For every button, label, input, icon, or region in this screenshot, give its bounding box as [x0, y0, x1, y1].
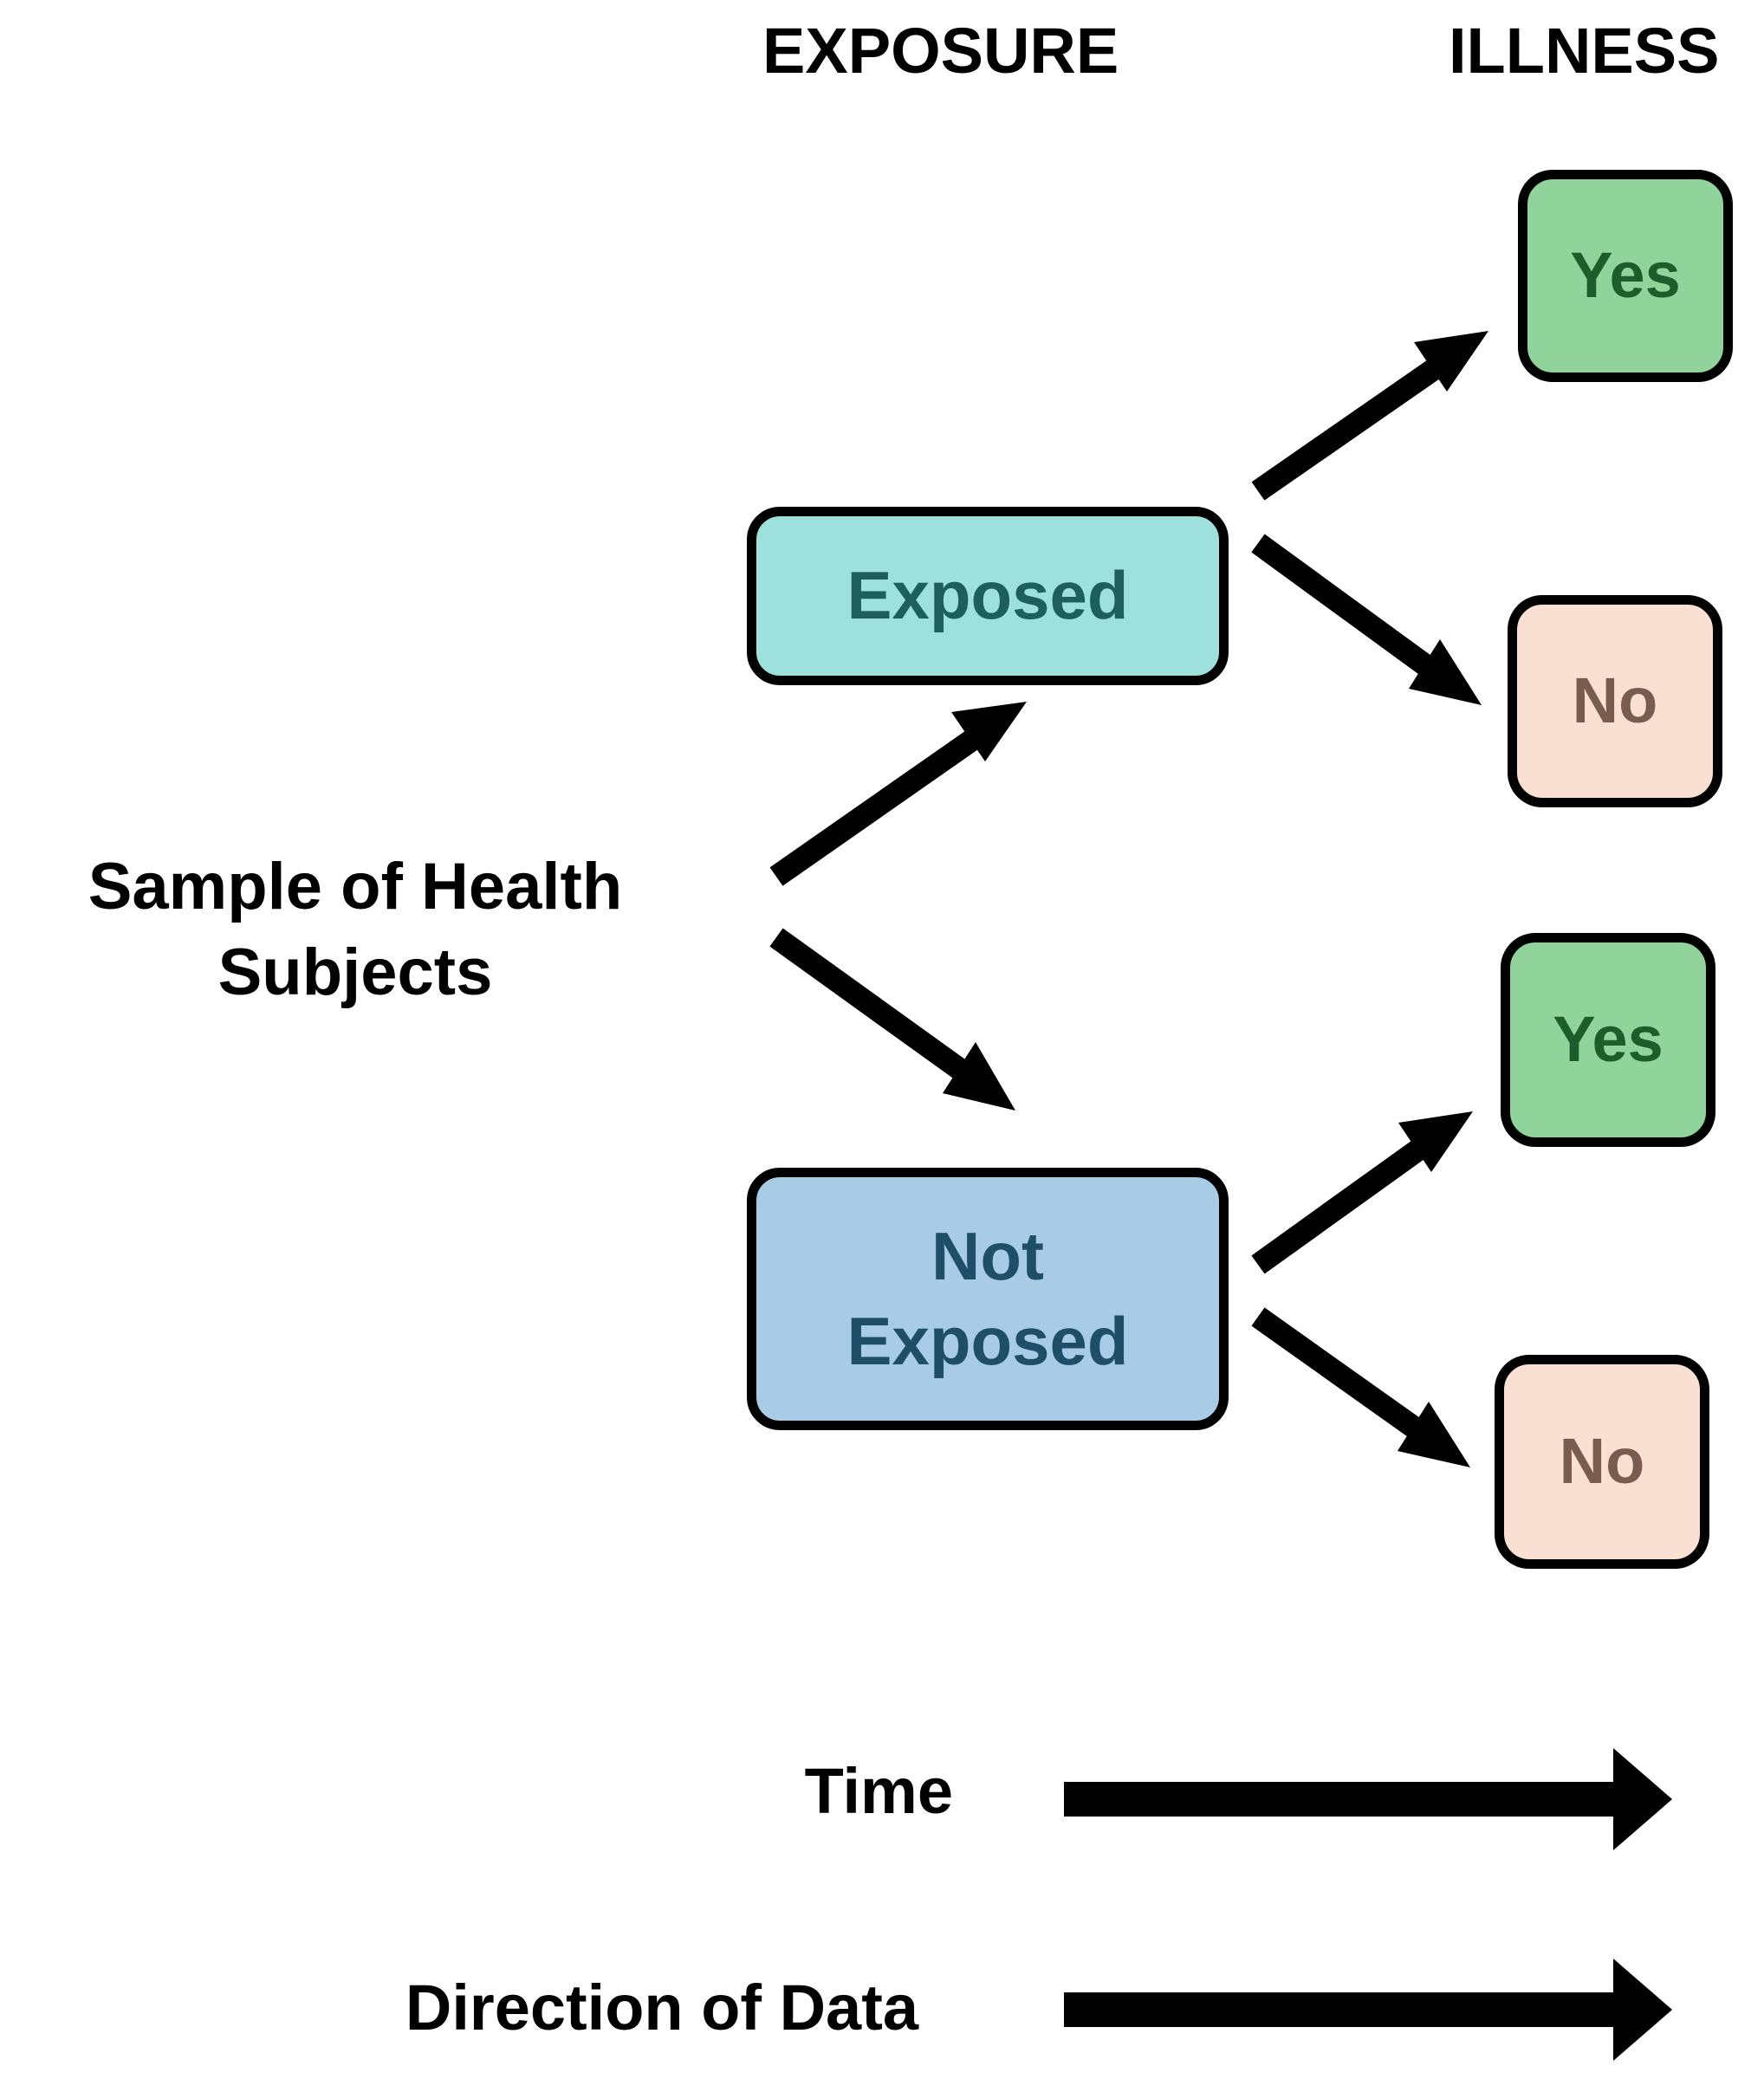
node-illness-yes-exposed[interactable]: Yes	[1518, 170, 1733, 382]
arrow-not-exposed-to-no	[1251, 1307, 1470, 1467]
legend-time-label: Time	[804, 1755, 953, 1827]
source-label-line-2: Subjects	[217, 935, 493, 1009]
arrow-sample-to-not-exposed	[769, 928, 1015, 1111]
node-illness-yes-not-exposed-label: Yes	[1553, 1003, 1663, 1076]
legend-row-direction-of-data: Direction of Data	[0, 1971, 1672, 2044]
node-illness-no-exposed[interactable]: No	[1508, 595, 1722, 807]
node-not-exposed-label: Not Exposed	[846, 1214, 1128, 1383]
node-exposed-label: Exposed	[846, 557, 1129, 634]
node-illness-yes-exposed-label: Yes	[1570, 239, 1681, 312]
node-not-exposed-label-line-2: Exposed	[846, 1302, 1129, 1379]
node-not-exposed-label-line-1: Not	[931, 1218, 1044, 1294]
legend-direction-of-data-label: Direction of Data	[405, 1972, 918, 2043]
column-header-illness: ILLNESS	[1449, 15, 1720, 87]
node-illness-no-not-exposed[interactable]: No	[1495, 1355, 1709, 1569]
source-label-line-1: Sample of Health	[88, 850, 623, 923]
node-illness-no-exposed-label: No	[1572, 664, 1658, 737]
node-illness-no-not-exposed-label: No	[1559, 1425, 1645, 1498]
node-not-exposed[interactable]: Not Exposed	[747, 1168, 1229, 1430]
source-population-label: Sample of Health Subjects	[9, 845, 702, 1016]
arrow-not-exposed-to-yes	[1251, 1111, 1473, 1274]
column-header-exposure: EXPOSURE	[762, 15, 1119, 87]
arrow-exposed-to-no	[1251, 534, 1482, 705]
arrow-exposed-to-yes	[1251, 331, 1488, 501]
node-illness-yes-not-exposed[interactable]: Yes	[1501, 933, 1715, 1147]
legend-row-time: Time	[0, 1754, 1672, 1828]
arrow-sample-to-exposed	[769, 702, 1027, 886]
node-exposed[interactable]: Exposed	[747, 507, 1229, 685]
